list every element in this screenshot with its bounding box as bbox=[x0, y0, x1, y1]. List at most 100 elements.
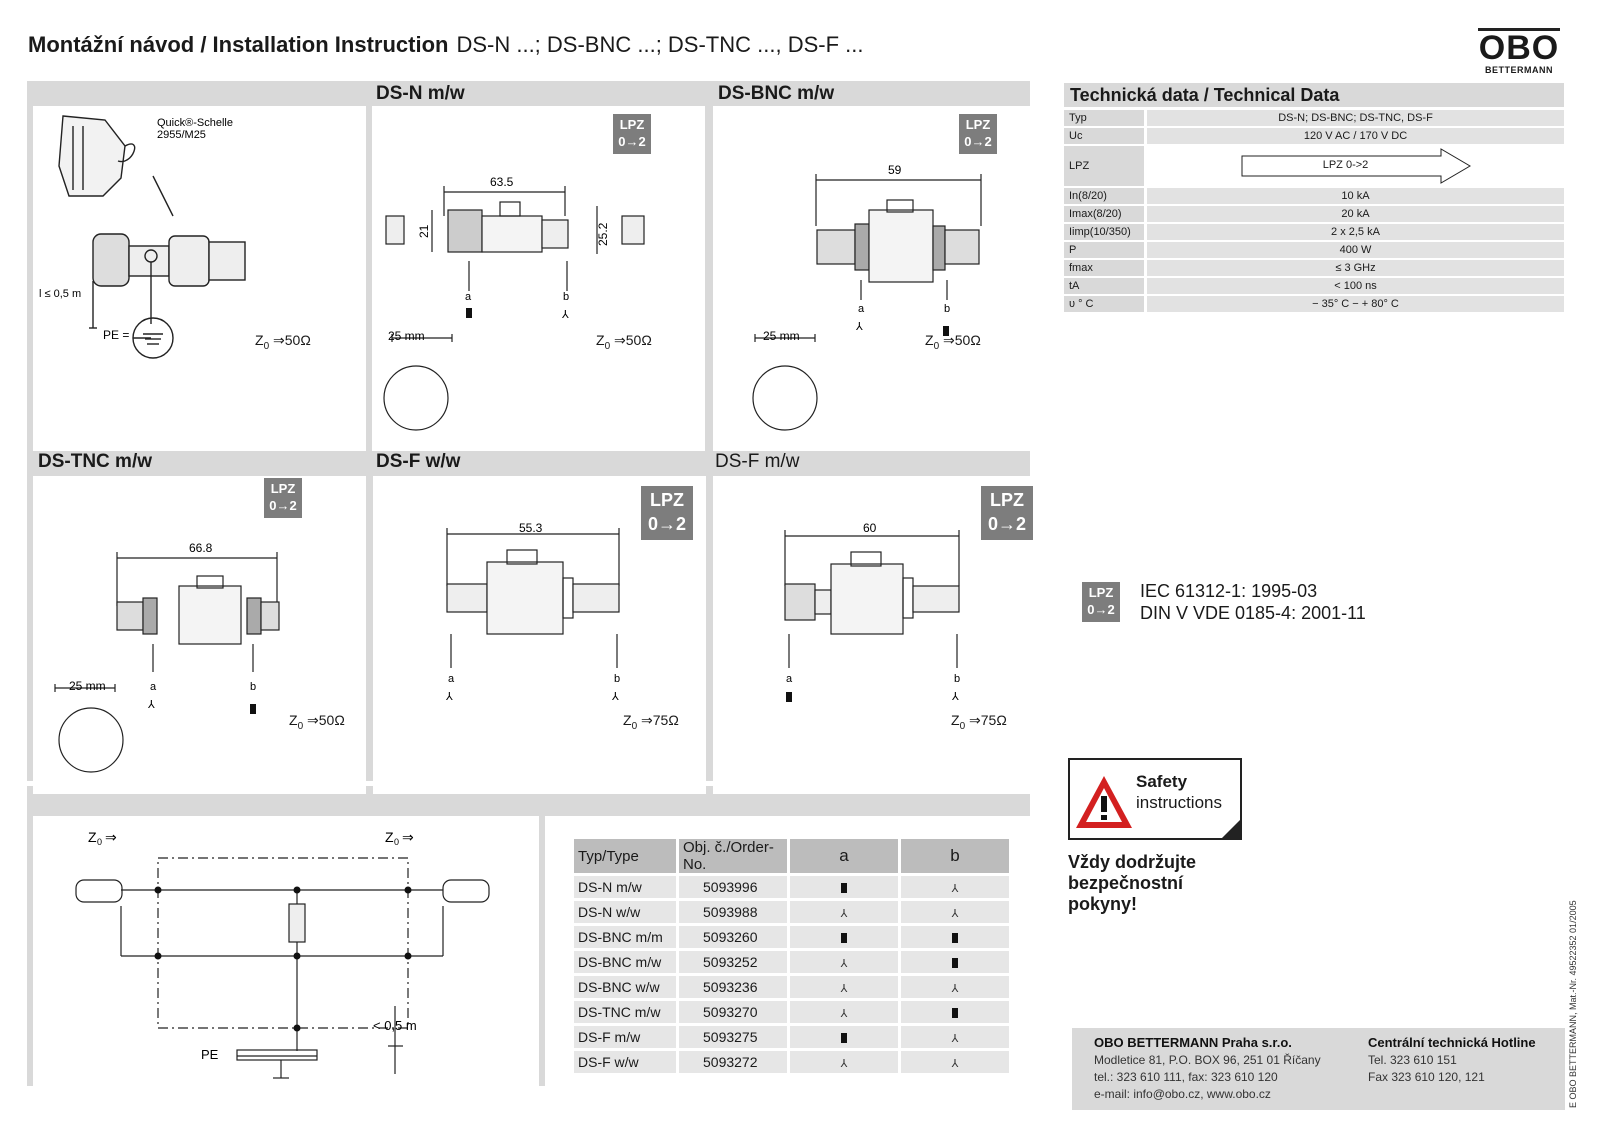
male-connector-icon: ⅄ bbox=[840, 1057, 848, 1070]
order-type: DS-N m/w bbox=[574, 876, 676, 898]
ds-bnc-dia: 25 mm bbox=[763, 329, 800, 343]
col-order-no: Obj. č./Order-No. bbox=[679, 839, 787, 873]
order-type: DS-F m/w bbox=[574, 1026, 676, 1048]
panel-circuit: Z 0 ⇒ Z 0 ⇒ PE < 0,5 m bbox=[33, 816, 539, 1092]
order-a bbox=[790, 1026, 898, 1048]
tech-value: < 100 ns bbox=[1147, 278, 1564, 294]
order-b: ⅄ bbox=[901, 1026, 1009, 1048]
tech-key: Typ bbox=[1064, 110, 1144, 126]
ds-tnc-dim-length: 66.8 bbox=[189, 541, 213, 555]
tech-row: tA< 100 ns bbox=[1064, 278, 1564, 294]
female-connector-icon bbox=[841, 1033, 847, 1044]
female-connector-icon bbox=[841, 933, 847, 944]
ds-f-mw-impedance: Z0 ⇒75Ω bbox=[951, 712, 1007, 732]
ds-n-b-mark: ⅄ bbox=[561, 309, 569, 321]
order-number: 5093236 bbox=[679, 976, 787, 998]
male-connector-icon: ⅄ bbox=[840, 1007, 848, 1020]
order-number: 5093260 bbox=[679, 926, 787, 948]
tech-gap bbox=[1144, 110, 1147, 126]
ds-n-a-label: a bbox=[465, 291, 472, 303]
order-number: 5093996 bbox=[679, 876, 787, 898]
circuit-pe: PE bbox=[201, 1047, 219, 1062]
norms-list: IEC 61312-1: 1995-03 DIN V VDE 0185-4: 2… bbox=[1140, 580, 1366, 624]
ds-n-b-label: b bbox=[563, 291, 569, 303]
tech-key: P bbox=[1064, 242, 1144, 258]
material-number: E OBO BETTERMANN, Mat.-Nr. 49522352 01/2… bbox=[1568, 900, 1578, 1108]
tech-value: 400 W bbox=[1147, 242, 1564, 258]
safety-title-1: Safety bbox=[1136, 772, 1188, 791]
order-number: 5093272 bbox=[679, 1051, 787, 1073]
order-b: ⅄ bbox=[901, 1051, 1009, 1073]
logo-mark: OBO bbox=[1478, 28, 1560, 67]
safety-title-2: instructions bbox=[1136, 793, 1222, 812]
tech-row: In(8/20)10 kA bbox=[1064, 188, 1564, 204]
circuit-z0-left-arrow: ⇒ bbox=[105, 829, 117, 845]
ds-f-mw-heading: DS-F m/w bbox=[715, 451, 800, 472]
order-a: ⅄ bbox=[790, 951, 898, 973]
obo-logo: OBO BETTERMANN bbox=[1478, 28, 1560, 75]
col-a: a bbox=[790, 839, 898, 873]
female-connector-icon bbox=[952, 1008, 958, 1019]
ds-n-dia: 25 mm bbox=[388, 329, 425, 343]
order-type: DS-TNC m/w bbox=[574, 1001, 676, 1023]
ds-tnc-a-label: a bbox=[150, 681, 157, 693]
order-type: DS-BNC m/m bbox=[574, 926, 676, 948]
clip-length: l ≤ 0,5 m bbox=[39, 288, 81, 300]
tech-value: LPZ 0->2 bbox=[1147, 146, 1564, 186]
tech-gap bbox=[1144, 278, 1147, 294]
order-a: ⅄ bbox=[790, 1051, 898, 1073]
order-b bbox=[901, 951, 1009, 973]
order-b: ⅄ bbox=[901, 901, 1009, 923]
circuit-diagram: Z 0 ⇒ Z 0 ⇒ PE < 0,5 m bbox=[75, 829, 490, 1079]
ds-f-mw-drawing: 60 a b ⅄ bbox=[784, 521, 960, 703]
ds-tnc-b-label: b bbox=[250, 681, 256, 693]
ds-n-heading: DS-N m/w bbox=[376, 83, 465, 104]
tech-row: Iimp(10/350)2 x 2,5 kA bbox=[1064, 224, 1564, 240]
tech-gap bbox=[1144, 128, 1147, 144]
ds-f-ww-drawing: 55.3 a ⅄ b ⅄ bbox=[445, 521, 620, 703]
ds-f-mw-a-label: a bbox=[786, 673, 793, 685]
ds-bnc-impedance: Z0 ⇒50Ω bbox=[925, 332, 981, 352]
ds-f-ww-a-mark: ⅄ bbox=[445, 691, 453, 703]
circuit-z0-right: Z bbox=[385, 829, 394, 845]
order-type: DS-N w/w bbox=[574, 901, 676, 923]
order-type: DS-BNC w/w bbox=[574, 976, 676, 998]
female-connector-icon bbox=[952, 933, 958, 944]
order-number: 5093988 bbox=[679, 901, 787, 923]
ds-f-ww-b-label: b bbox=[614, 673, 620, 685]
male-connector-icon: ⅄ bbox=[951, 982, 959, 995]
tech-value: DS-N; DS-BNC; DS-TNC, DS-F bbox=[1147, 110, 1564, 126]
tech-gap bbox=[1144, 296, 1147, 312]
tech-gap bbox=[1144, 242, 1147, 258]
clip-label: Quick®-Schelle bbox=[157, 117, 233, 129]
tech-gap bbox=[1144, 188, 1147, 204]
title-models: DS-N ...; DS-BNC ...; DS-TNC ..., DS-F .… bbox=[456, 32, 864, 57]
ds-tnc-heading: DS-TNC m/w bbox=[38, 451, 152, 472]
order-type: DS-BNC m/w bbox=[574, 951, 676, 973]
logo-sub: BETTERMANN bbox=[1485, 65, 1553, 75]
order-number: 5093275 bbox=[679, 1026, 787, 1048]
order-a: ⅄ bbox=[790, 976, 898, 998]
order-number: 5093252 bbox=[679, 951, 787, 973]
order-b: ⅄ bbox=[901, 976, 1009, 998]
female-connector-icon bbox=[841, 883, 847, 894]
page-title: Montážní návod / Installation Instructio… bbox=[28, 32, 863, 58]
tech-key: tA bbox=[1064, 278, 1144, 294]
order-type: DS-F w/w bbox=[574, 1051, 676, 1073]
tech-data-title: Technická data / Technical Data bbox=[1064, 83, 1564, 107]
ds-bnc-drawing: 59 a ⅄ b 25 mm bbox=[752, 163, 982, 431]
male-connector-icon: ⅄ bbox=[840, 982, 848, 995]
col-b: b bbox=[901, 839, 1009, 873]
